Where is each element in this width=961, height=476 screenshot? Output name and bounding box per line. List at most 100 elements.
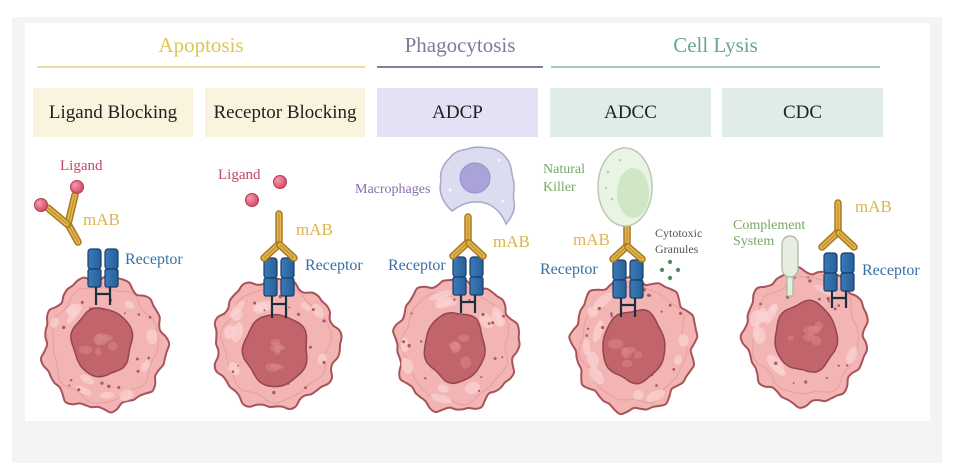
- cytoplasm-patch: [465, 381, 480, 395]
- nucleus-highlight: [269, 363, 284, 370]
- cytoplasm-granule: [304, 386, 307, 390]
- cytoplasm-granule: [491, 321, 495, 325]
- antibody-arm-divider: [627, 246, 643, 260]
- nucleus-highlight: [270, 338, 281, 346]
- nucleus-highlight: [450, 341, 460, 354]
- cytoplasm-granule: [642, 288, 647, 292]
- cancer-cell: [739, 266, 869, 409]
- macrophage-label: Macrophages: [355, 182, 430, 197]
- ligand-label: Ligand: [218, 167, 261, 183]
- macrophage-granule: [448, 188, 452, 192]
- mechanism-box-ligand-blocking: Ligand Blocking: [33, 88, 193, 137]
- nucleus-highlight: [78, 345, 93, 355]
- cytoplasm-patch: [228, 362, 240, 376]
- antibody-arm-divider: [452, 242, 468, 257]
- category-title-apoptosis: Apoptosis: [158, 33, 244, 57]
- nk-granule: [610, 197, 614, 201]
- cytoplasm-patch: [593, 292, 613, 310]
- granule-dot: [667, 259, 673, 265]
- receptor-subunit: [469, 256, 484, 278]
- cytoplasm-granule: [480, 376, 483, 379]
- ligand-icon: [245, 193, 259, 207]
- ligand-icon: [34, 198, 48, 212]
- cytoplasm-granule: [502, 314, 505, 318]
- cytoplasm-granule: [311, 308, 315, 312]
- cytoplasm-granule: [679, 312, 682, 315]
- cytoplasm-granule: [655, 384, 658, 387]
- mechanism-label: Receptor Blocking: [213, 101, 357, 123]
- mechanism-box-cdc: CDC: [722, 88, 883, 137]
- cytoplasm-patch: [224, 324, 236, 340]
- receptor-icon: [87, 248, 119, 305]
- receptor-subunit: [87, 248, 102, 270]
- cytoplasm-granule: [107, 384, 111, 388]
- granule-dot: [675, 267, 681, 273]
- cytoplasm-granule: [481, 312, 485, 317]
- receptor-transmembrane: [619, 298, 637, 317]
- cytoplasm-granule: [807, 276, 810, 279]
- nk-granule: [618, 158, 622, 162]
- mechanism-box-adcp: ADCP: [377, 88, 538, 137]
- cytoplasm-granule: [826, 297, 830, 301]
- cytoplasm-patch: [674, 355, 682, 366]
- receptor-icon: [612, 259, 644, 317]
- mechanism-box-adcc: ADCC: [550, 88, 711, 137]
- nk-label-line-2: Killer: [543, 180, 576, 195]
- cytoplasm-granule: [147, 356, 150, 360]
- cytoplasm-granule: [237, 365, 240, 367]
- granules-label-line-2: Granules: [655, 242, 699, 256]
- receptor-subunit: [280, 277, 295, 297]
- antibody-arm-divider: [838, 232, 855, 248]
- cytoplasm-granule: [825, 377, 828, 380]
- complement-head: [781, 235, 799, 278]
- receptor-subunit: [263, 277, 278, 297]
- receptor-transmembrane: [459, 295, 477, 313]
- cytoplasm-granule: [424, 377, 427, 380]
- cytoplasm-granule: [660, 310, 663, 313]
- category-title-cell-lysis: Cell Lysis: [673, 33, 758, 57]
- mab-label: mAB: [573, 230, 610, 249]
- receptor-subunit: [840, 272, 855, 292]
- cytoplasm-patch: [758, 311, 770, 323]
- cytotoxic-granules-icon: [659, 259, 681, 281]
- nucleus-highlight: [624, 346, 636, 353]
- mechanism-label: Ligand Blocking: [48, 101, 178, 123]
- nk-label-line-1: Natural: [543, 162, 585, 177]
- cytoplasm-patch: [846, 346, 858, 365]
- macrophage-granule: [501, 199, 505, 203]
- cancer-cell: [392, 277, 521, 414]
- receptor-transmembrane: [270, 296, 288, 318]
- nk-cell-nucleus: [617, 168, 649, 218]
- mab-label: mAB: [83, 210, 120, 229]
- receptor-subunit: [87, 268, 102, 288]
- antibody-icon: [260, 210, 298, 262]
- receptor-subunit: [469, 276, 484, 296]
- panel-adcc: Natural Killer mAB Cytotoxic Granules Re…: [540, 147, 702, 416]
- cell-inner-contour: [399, 286, 510, 406]
- cytoplasm-granule: [597, 306, 601, 311]
- category-underline-phagocytosis: [377, 66, 543, 68]
- cytoplasm-granule: [402, 340, 406, 344]
- granule-dot: [659, 267, 665, 273]
- receptor-subunit: [840, 252, 855, 274]
- panel-cdc: Complement System mAB Receptor: [733, 197, 920, 409]
- receptor-icon: [823, 252, 855, 308]
- nucleus-highlight: [460, 356, 472, 369]
- cytoplasm-granule: [610, 315, 613, 318]
- cytoplasm-patch: [311, 303, 325, 318]
- cytoplasm-granule: [77, 388, 81, 392]
- nucleus-highlight: [100, 334, 113, 342]
- ligand-icon: [273, 175, 287, 189]
- cytoplasm-patch: [229, 300, 245, 319]
- cytoplasm-granule: [278, 294, 282, 299]
- cytoplasm-granule: [410, 312, 413, 315]
- ligand-icon: [70, 180, 84, 194]
- cytoplasm-patch: [80, 374, 95, 385]
- cytoplasm-granule: [80, 300, 84, 304]
- category-underline-apoptosis: [37, 66, 365, 68]
- cytoplasm-granule: [263, 309, 266, 312]
- nucleus-highlight: [93, 334, 104, 346]
- antibody-arm-divider: [263, 244, 279, 259]
- receptor-subunit: [452, 276, 467, 296]
